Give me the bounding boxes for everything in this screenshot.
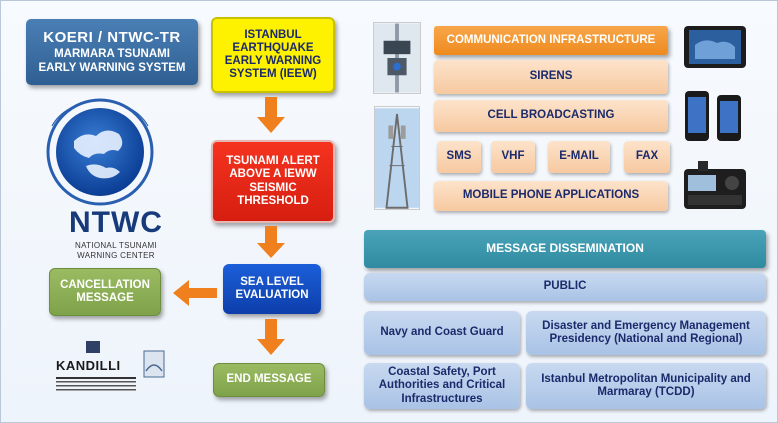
ieew-box: ISTANBUL EARTHQUAKE EARLY WARNING SYSTEM… — [211, 17, 335, 93]
fax-box: FAX — [624, 141, 670, 173]
arrow-down-icon — [257, 226, 285, 258]
title-line-2: MARMARA TSUNAMI — [54, 48, 170, 61]
smartphones-photo — [685, 91, 741, 141]
sea-level-evaluation-box: SEA LEVEL EVALUATION — [223, 264, 321, 314]
mobile-phone-applications-box: MOBILE PHONE APPLICATIONS — [434, 181, 668, 211]
kandilli-name: KANDILLI — [56, 358, 121, 373]
istanbul-municipality-box: Istanbul Metropolitan Municipality and M… — [526, 363, 766, 409]
title-line-1: KOERI / NTWC-TR — [43, 29, 181, 47]
kandilli-observatory-logo — [56, 341, 165, 391]
arrow-left-icon — [173, 280, 217, 306]
navy-coast-guard-box: Navy and Coast Guard — [364, 311, 520, 355]
vhf-box: VHF — [491, 141, 535, 173]
title-line-3: EARLY WARNING SYSTEM — [38, 61, 186, 74]
ntwc-subtitle-1: NATIONAL TSUNAMI — [75, 241, 157, 250]
ntwc-subtitle-2: WARNING CENTER — [77, 251, 155, 260]
message-dissemination-header: Message Dissemination — [364, 230, 766, 268]
cancellation-message-box: CANCELLATION MESSAGE — [49, 268, 161, 316]
tablet-photo — [684, 26, 746, 68]
system-title: KOERI / NTWC-TR MARMARA TSUNAMI EARLY WA… — [26, 19, 198, 85]
public-box: PUBLIC — [364, 273, 766, 301]
cell-broadcasting-box: CELL BROADCASTING — [434, 100, 668, 132]
vhf-radio-photo — [684, 161, 746, 209]
arrow-down-icon — [257, 97, 285, 133]
ntwc-globe-logo — [46, 98, 154, 206]
sirens-box: SIRENS — [434, 60, 668, 94]
disaster-emergency-management-box: Disaster and Emergency Management Presid… — [526, 311, 766, 355]
tsunami-alert-box: TSUNAMI ALERT ABOVE A IEWW SEISMIC THRES… — [211, 140, 335, 223]
siren-photo — [373, 22, 421, 94]
communication-infrastructure-header: COMMUNICATION INFRASTRUCTURE — [434, 26, 668, 55]
cell-tower-photo — [374, 106, 420, 210]
email-box: E-MAIL — [548, 141, 610, 173]
coastal-safety-box: Coastal Safety, Port Authorities and Cri… — [364, 363, 520, 409]
arrow-down-icon — [257, 319, 285, 355]
sms-box: SMS — [437, 141, 481, 173]
ntwc-acronym: NTWC — [69, 206, 163, 239]
end-message-box: END MESSAGE — [213, 363, 325, 397]
